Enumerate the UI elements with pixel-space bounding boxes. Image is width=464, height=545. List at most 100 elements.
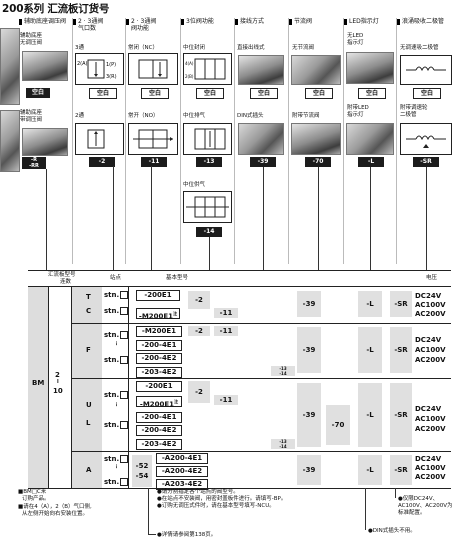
base-a-label: 辅助底座无调压阀 bbox=[20, 33, 43, 46]
col-header-diode: 浪涌吸收二极管 bbox=[397, 18, 444, 25]
code-ul-5: -203-4E2 bbox=[136, 439, 182, 450]
bm-cell: BM bbox=[28, 287, 48, 489]
opt-a-l: -L bbox=[358, 455, 382, 485]
table-header-voltage: 电压 bbox=[426, 275, 438, 281]
code-tc-1: -200E1 bbox=[136, 290, 180, 301]
col-header-led: LED指示灯 bbox=[344, 18, 379, 25]
diode-with-tag: -SR bbox=[413, 157, 439, 167]
opt-ul-39: -39 bbox=[297, 383, 321, 447]
base-b-photo bbox=[22, 128, 68, 156]
group-a-stn-top[interactable]: stn. bbox=[104, 455, 129, 463]
pos-press-diagram bbox=[183, 191, 232, 223]
fn-nc-diagram bbox=[128, 53, 178, 85]
group-f-stn-top[interactable]: stn. bbox=[104, 331, 129, 339]
opt-f-39: -39 bbox=[297, 327, 321, 373]
code-f-3: -200-4E2 bbox=[136, 353, 182, 364]
base-photo-a bbox=[0, 28, 20, 105]
diode-none-label: 无调速吸二极管 bbox=[400, 45, 439, 51]
pos-close-diagram: 4(A) 2(B) bbox=[183, 53, 232, 85]
opt-ul-13-14: -13-14 bbox=[271, 439, 295, 449]
ports-3-label: 3通 bbox=[75, 45, 84, 51]
pos-press-tag: -14 bbox=[196, 227, 222, 237]
svg-text:2(B): 2(B) bbox=[185, 74, 194, 79]
table-header-base: 基本型号 bbox=[166, 275, 189, 281]
svg-text:4(A): 4(A) bbox=[185, 61, 194, 66]
pos-close-tag: 空白 bbox=[196, 88, 224, 99]
thr-with-tag: -70 bbox=[305, 157, 331, 167]
valve-symbol-icon bbox=[133, 129, 173, 149]
note-reference: ●详情请参阅第138页。 bbox=[157, 532, 217, 538]
col-header-base: 辅助底座调压阀 bbox=[19, 18, 66, 25]
thr-none-label: 无节流阀 bbox=[292, 45, 315, 51]
diode-with-diagram bbox=[400, 123, 452, 155]
led-with-tag: -L bbox=[358, 157, 384, 167]
thr-with-label: 附带节流阀 bbox=[292, 113, 320, 119]
thr-none-photo bbox=[291, 55, 341, 85]
opt-ul-sr: -SR bbox=[390, 383, 412, 447]
code-ul-1: -200E1 bbox=[136, 381, 182, 392]
pos-exh-label: 中位排气 bbox=[183, 113, 206, 119]
wire-direct-label: 直接出线式 bbox=[237, 45, 265, 51]
thr-none-tag: 空白 bbox=[305, 88, 333, 99]
group-tc-stn-top[interactable]: stn. bbox=[104, 291, 129, 299]
group-tc-stn-bottom[interactable]: stn. bbox=[104, 307, 129, 315]
code-f-2: -200-4E1 bbox=[136, 340, 182, 351]
group-ul-letter: U L bbox=[72, 379, 102, 451]
opt-f-l: -L bbox=[358, 327, 382, 373]
ports-2-label: 2通 bbox=[75, 113, 84, 119]
led-none-tag: 空白 bbox=[358, 88, 386, 99]
opt-a-52-54: -52-54 bbox=[132, 455, 152, 487]
diode-none-diagram bbox=[400, 55, 452, 85]
opt-f-sr: -SR bbox=[390, 327, 412, 373]
pos-exh-tag: -13 bbox=[196, 157, 222, 167]
stations-cell: 2 l 10 bbox=[53, 371, 63, 395]
group-tc-letter: T C bbox=[72, 287, 102, 323]
valve-symbol-icon bbox=[186, 196, 229, 218]
opt-tc-11: -11 bbox=[214, 308, 238, 318]
col-header-3pos: 3位阀功能 bbox=[181, 18, 214, 25]
svg-text:1(P): 1(P) bbox=[106, 62, 116, 68]
opt-ul-2: -2 bbox=[188, 381, 210, 403]
opt-a-sr: -SR bbox=[390, 455, 412, 485]
coil-icon bbox=[406, 66, 446, 72]
wire-din-photo bbox=[238, 123, 284, 155]
group-a-stn-bottom[interactable]: stn. bbox=[104, 478, 129, 486]
wire-direct-tag: 空白 bbox=[250, 88, 278, 99]
table-header-model: 汇流板型号 bbox=[48, 272, 76, 278]
code-f-1: -M200E1 bbox=[136, 326, 182, 337]
col-header-function: 2 · 3通阀阀功能 bbox=[126, 18, 156, 32]
fn-no-label: 常开（NO） bbox=[128, 113, 159, 119]
group-f-letter: F bbox=[72, 324, 102, 378]
led-none-photo bbox=[346, 52, 394, 84]
code-a-1: -A200-4E1 bbox=[156, 453, 208, 464]
diode-with-label: 附带调速轮二极管 bbox=[400, 105, 428, 118]
svg-text:3(R): 3(R) bbox=[106, 74, 117, 80]
base-b-tag: -R-RR bbox=[22, 157, 46, 169]
base-a-photo bbox=[22, 51, 68, 81]
wire-direct-photo bbox=[238, 55, 284, 85]
opt-f-11: -11 bbox=[214, 326, 238, 336]
note-ports: ■请在4（A），2（B）气口侧,从左侧开始向右安装位置。 bbox=[18, 504, 92, 517]
valve-symbol-icon bbox=[138, 59, 168, 79]
group-ul-stn-bottom[interactable]: stn. bbox=[104, 421, 129, 429]
wire-din-tag: -39 bbox=[250, 157, 276, 167]
opt-a-39: -39 bbox=[297, 455, 321, 485]
group-a-letter: A bbox=[72, 452, 102, 489]
opt-tc-2: -2 bbox=[188, 291, 210, 309]
code-ul-2: -M200E1注 bbox=[136, 396, 182, 408]
fn-no-diagram bbox=[128, 123, 178, 155]
base-photo-b bbox=[0, 110, 20, 172]
code-ul-4: -200-4E2 bbox=[136, 425, 182, 436]
order-table: 汇流板型号 连数 站点 基本型号 电压 BM 2 l 10 T C stn. s… bbox=[28, 270, 451, 490]
group-f-stn-bottom[interactable]: stn. bbox=[104, 356, 129, 364]
fn-nc-label: 常闭（NC） bbox=[128, 45, 158, 51]
code-f-4: -203-4E2 bbox=[136, 367, 182, 378]
group-ul-stn-top[interactable]: stn. bbox=[104, 391, 129, 399]
table-header-station: 站点 bbox=[110, 275, 122, 281]
